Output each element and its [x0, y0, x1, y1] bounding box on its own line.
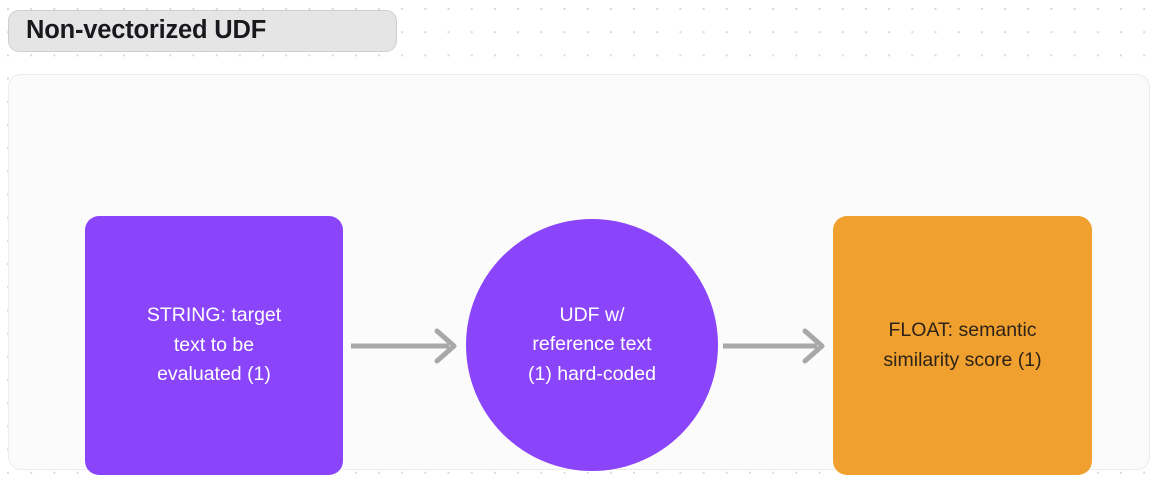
node-udf-circle[interactable]: UDF w/ reference text (1) hard-coded	[466, 219, 718, 471]
diagram-title-badge[interactable]: Non-vectorized UDF	[8, 10, 397, 52]
arrow-udf-to-output	[721, 325, 831, 367]
node-udf-circle-label: UDF w/ reference text (1) hard-coded	[528, 303, 656, 385]
node-string-input-label: STRING: target text to be evaluated (1)	[146, 304, 282, 386]
node-float-output-label: FLOAT: semantic similarity score (1)	[883, 318, 1042, 371]
diagram-card: STRING: target text to be evaluated (1) …	[8, 74, 1150, 475]
node-float-output[interactable]: FLOAT: semantic similarity score (1)	[833, 216, 1092, 475]
diagram-title-text: Non-vectorized UDF	[26, 16, 267, 45]
arrow-input-to-udf	[349, 325, 463, 367]
node-string-input[interactable]: STRING: target text to be evaluated (1)	[85, 216, 343, 475]
